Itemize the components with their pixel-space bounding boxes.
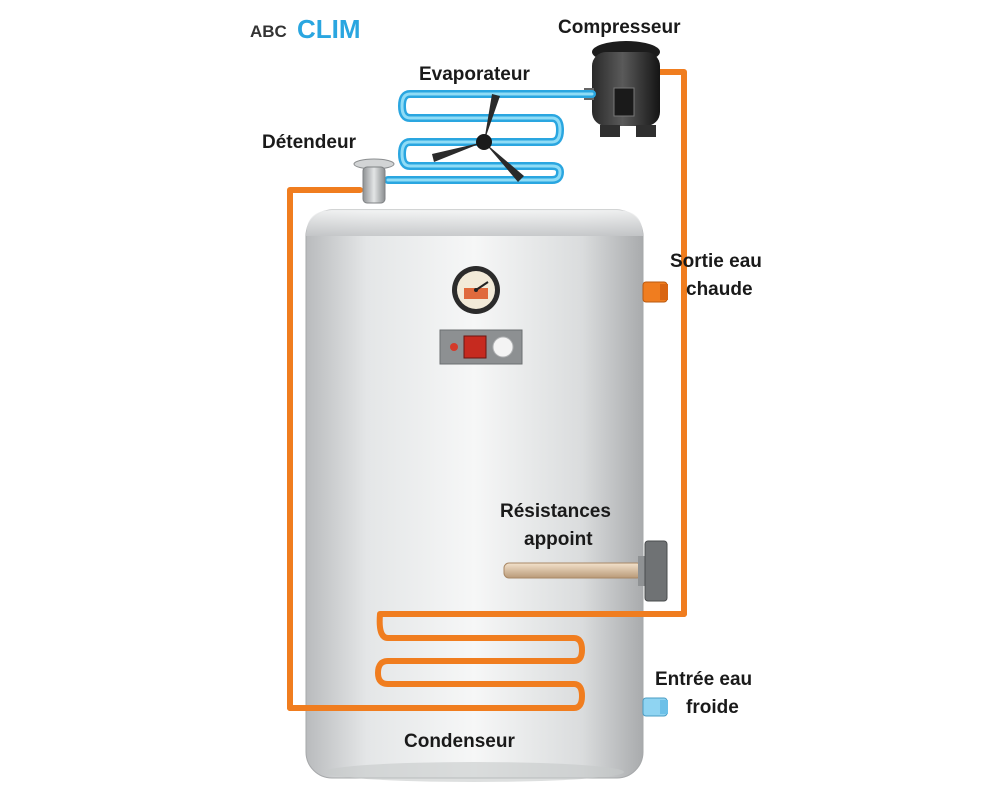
indicator-light-icon: [450, 343, 458, 351]
compressor-label: Compresseur: [558, 17, 681, 38]
expansion-valve-label: Détendeur: [262, 132, 357, 153]
hot-water-out-label-line2: chaude: [686, 279, 753, 300]
control-panel: [439, 329, 523, 365]
evaporator-label: Evaporateur: [419, 64, 530, 85]
condenser-label: Condenseur: [404, 731, 515, 752]
abcclim-logo: ABC CLIM: [250, 14, 361, 44]
cold-water-in-label-line1: Entrée eau: [655, 669, 752, 690]
liquid-line-pipe: [287, 187, 363, 711]
hot-water-outlet: [642, 281, 668, 303]
cold-water-inlet: [642, 697, 668, 717]
cold-water-in-label-line2: froide: [686, 697, 739, 718]
backup-heater-label-line1: Résistances: [500, 501, 611, 522]
power-switch-icon: [463, 335, 487, 359]
thermostat-knob-icon: [492, 336, 514, 358]
compressor-icon: [584, 41, 660, 137]
temperature-gauge-icon: [452, 266, 500, 314]
compressor-discharge-pipe: [653, 69, 687, 617]
condenser-coil: [287, 611, 687, 711]
logo-name: CLIM: [297, 14, 361, 44]
fan-icon: [432, 94, 524, 182]
hot-water-out-label-line1: Sortie eau: [670, 251, 762, 272]
expansion-valve-icon: [353, 158, 395, 204]
backup-heater: [503, 540, 668, 602]
backup-heater-label-line2: appoint: [524, 529, 593, 550]
hot-refrigerant-circuit: [287, 69, 687, 711]
logo-prefix: ABC: [250, 22, 287, 41]
